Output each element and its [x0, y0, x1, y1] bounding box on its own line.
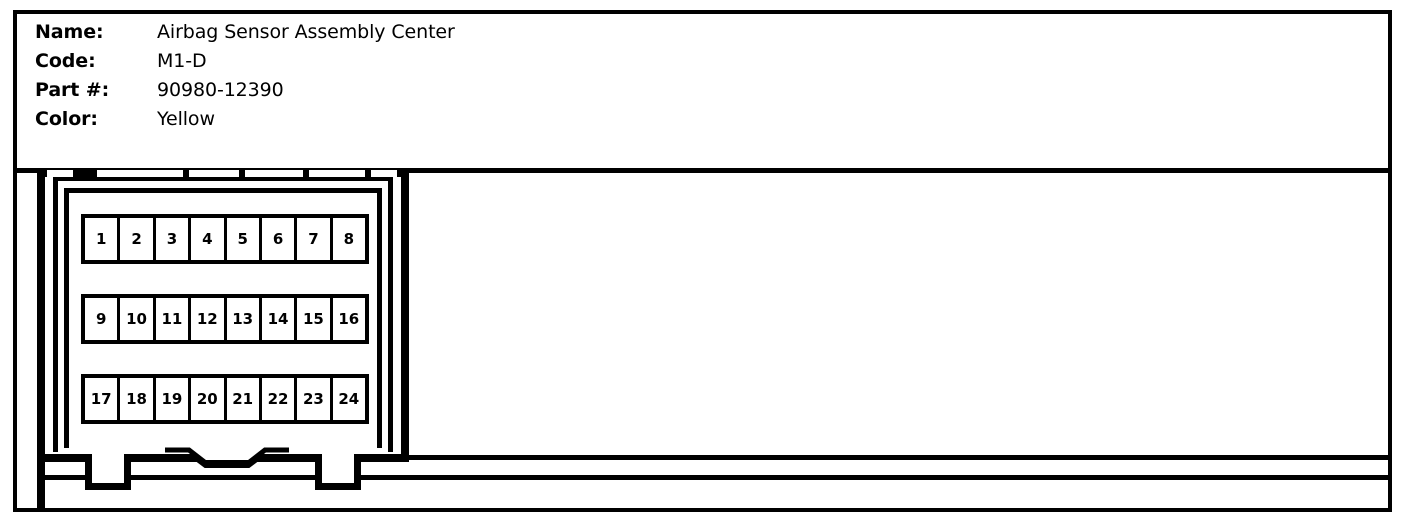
connector-info-block: Name: Airbag Sensor Assembly Center Code:… — [35, 18, 735, 134]
top-slot-l5 — [299, 181, 343, 187]
info-label-name: Name: — [35, 21, 104, 43]
info-value-color: Yellow — [157, 108, 215, 130]
top-slot-u1 — [47, 170, 73, 177]
info-label-part-number: Part #: — [35, 79, 110, 101]
top-slot-u2 — [97, 170, 183, 177]
info-row-part-number: Part #: 90980-12390 — [35, 76, 735, 105]
pin-16[interactable]: 16 — [332, 298, 365, 340]
info-label-color: Color: — [35, 108, 98, 130]
connector-foot-left — [85, 454, 131, 490]
pin-row-2: 9 10 11 12 13 14 15 16 — [81, 294, 369, 344]
pin-4[interactable]: 4 — [191, 218, 227, 260]
connector-diagram: 1 2 3 4 5 6 7 8 9 10 11 12 13 14 15 16 1… — [37, 170, 415, 490]
footer-divider — [41, 475, 1388, 480]
diagram-page: Name: Airbag Sensor Assembly Center Code:… — [13, 10, 1392, 512]
top-slot-u5 — [309, 170, 365, 177]
header-divider — [17, 168, 1388, 173]
info-row-color: Color: Yellow — [35, 105, 735, 134]
info-value-name: Airbag Sensor Assembly Center — [157, 21, 455, 43]
pin-24[interactable]: 24 — [332, 378, 365, 420]
pin-22[interactable]: 22 — [261, 378, 298, 420]
info-value-part-number: 90980-12390 — [157, 79, 284, 101]
pin-21[interactable]: 21 — [226, 378, 262, 420]
pin-23[interactable]: 23 — [297, 378, 333, 420]
pin-6[interactable]: 6 — [261, 218, 298, 260]
info-row-code: Code: M1-D — [35, 47, 735, 76]
top-slot-u6 — [371, 170, 397, 177]
info-value-code: M1-D — [157, 50, 207, 72]
top-slot-l2 — [119, 181, 171, 187]
pin-5[interactable]: 5 — [226, 218, 262, 260]
pin-row-1: 1 2 3 4 5 6 7 8 — [81, 214, 369, 264]
info-label-code: Code: — [35, 50, 96, 72]
top-slot-l4 — [239, 181, 291, 187]
top-slot-l6 — [351, 181, 381, 187]
top-slot-u4 — [245, 170, 303, 177]
pin-row-3: 17 18 19 20 21 22 23 24 — [81, 374, 369, 424]
pin-2[interactable]: 2 — [120, 218, 156, 260]
connector-latch-notch — [165, 446, 289, 468]
pin-13[interactable]: 13 — [226, 298, 262, 340]
pin-8[interactable]: 8 — [332, 218, 365, 260]
top-slot-u3 — [189, 170, 239, 177]
pin-17[interactable]: 17 — [85, 378, 121, 420]
pin-20[interactable]: 20 — [191, 378, 227, 420]
top-slot-l1 — [69, 181, 111, 187]
pin-9[interactable]: 9 — [85, 298, 121, 340]
pin-11[interactable]: 11 — [155, 298, 192, 340]
pin-19[interactable]: 19 — [155, 378, 192, 420]
lower-divider — [41, 455, 1388, 460]
pin-12[interactable]: 12 — [191, 298, 227, 340]
pin-10[interactable]: 10 — [120, 298, 156, 340]
connector-foot-right — [315, 454, 361, 490]
pin-3[interactable]: 3 — [155, 218, 192, 260]
top-slot-l3 — [179, 181, 231, 187]
pin-18[interactable]: 18 — [120, 378, 156, 420]
pin-15[interactable]: 15 — [297, 298, 333, 340]
pin-7[interactable]: 7 — [297, 218, 333, 260]
pin-14[interactable]: 14 — [261, 298, 298, 340]
connector-inner-shell — [53, 176, 393, 452]
info-row-name: Name: Airbag Sensor Assembly Center — [35, 18, 735, 47]
pin-1[interactable]: 1 — [85, 218, 121, 260]
